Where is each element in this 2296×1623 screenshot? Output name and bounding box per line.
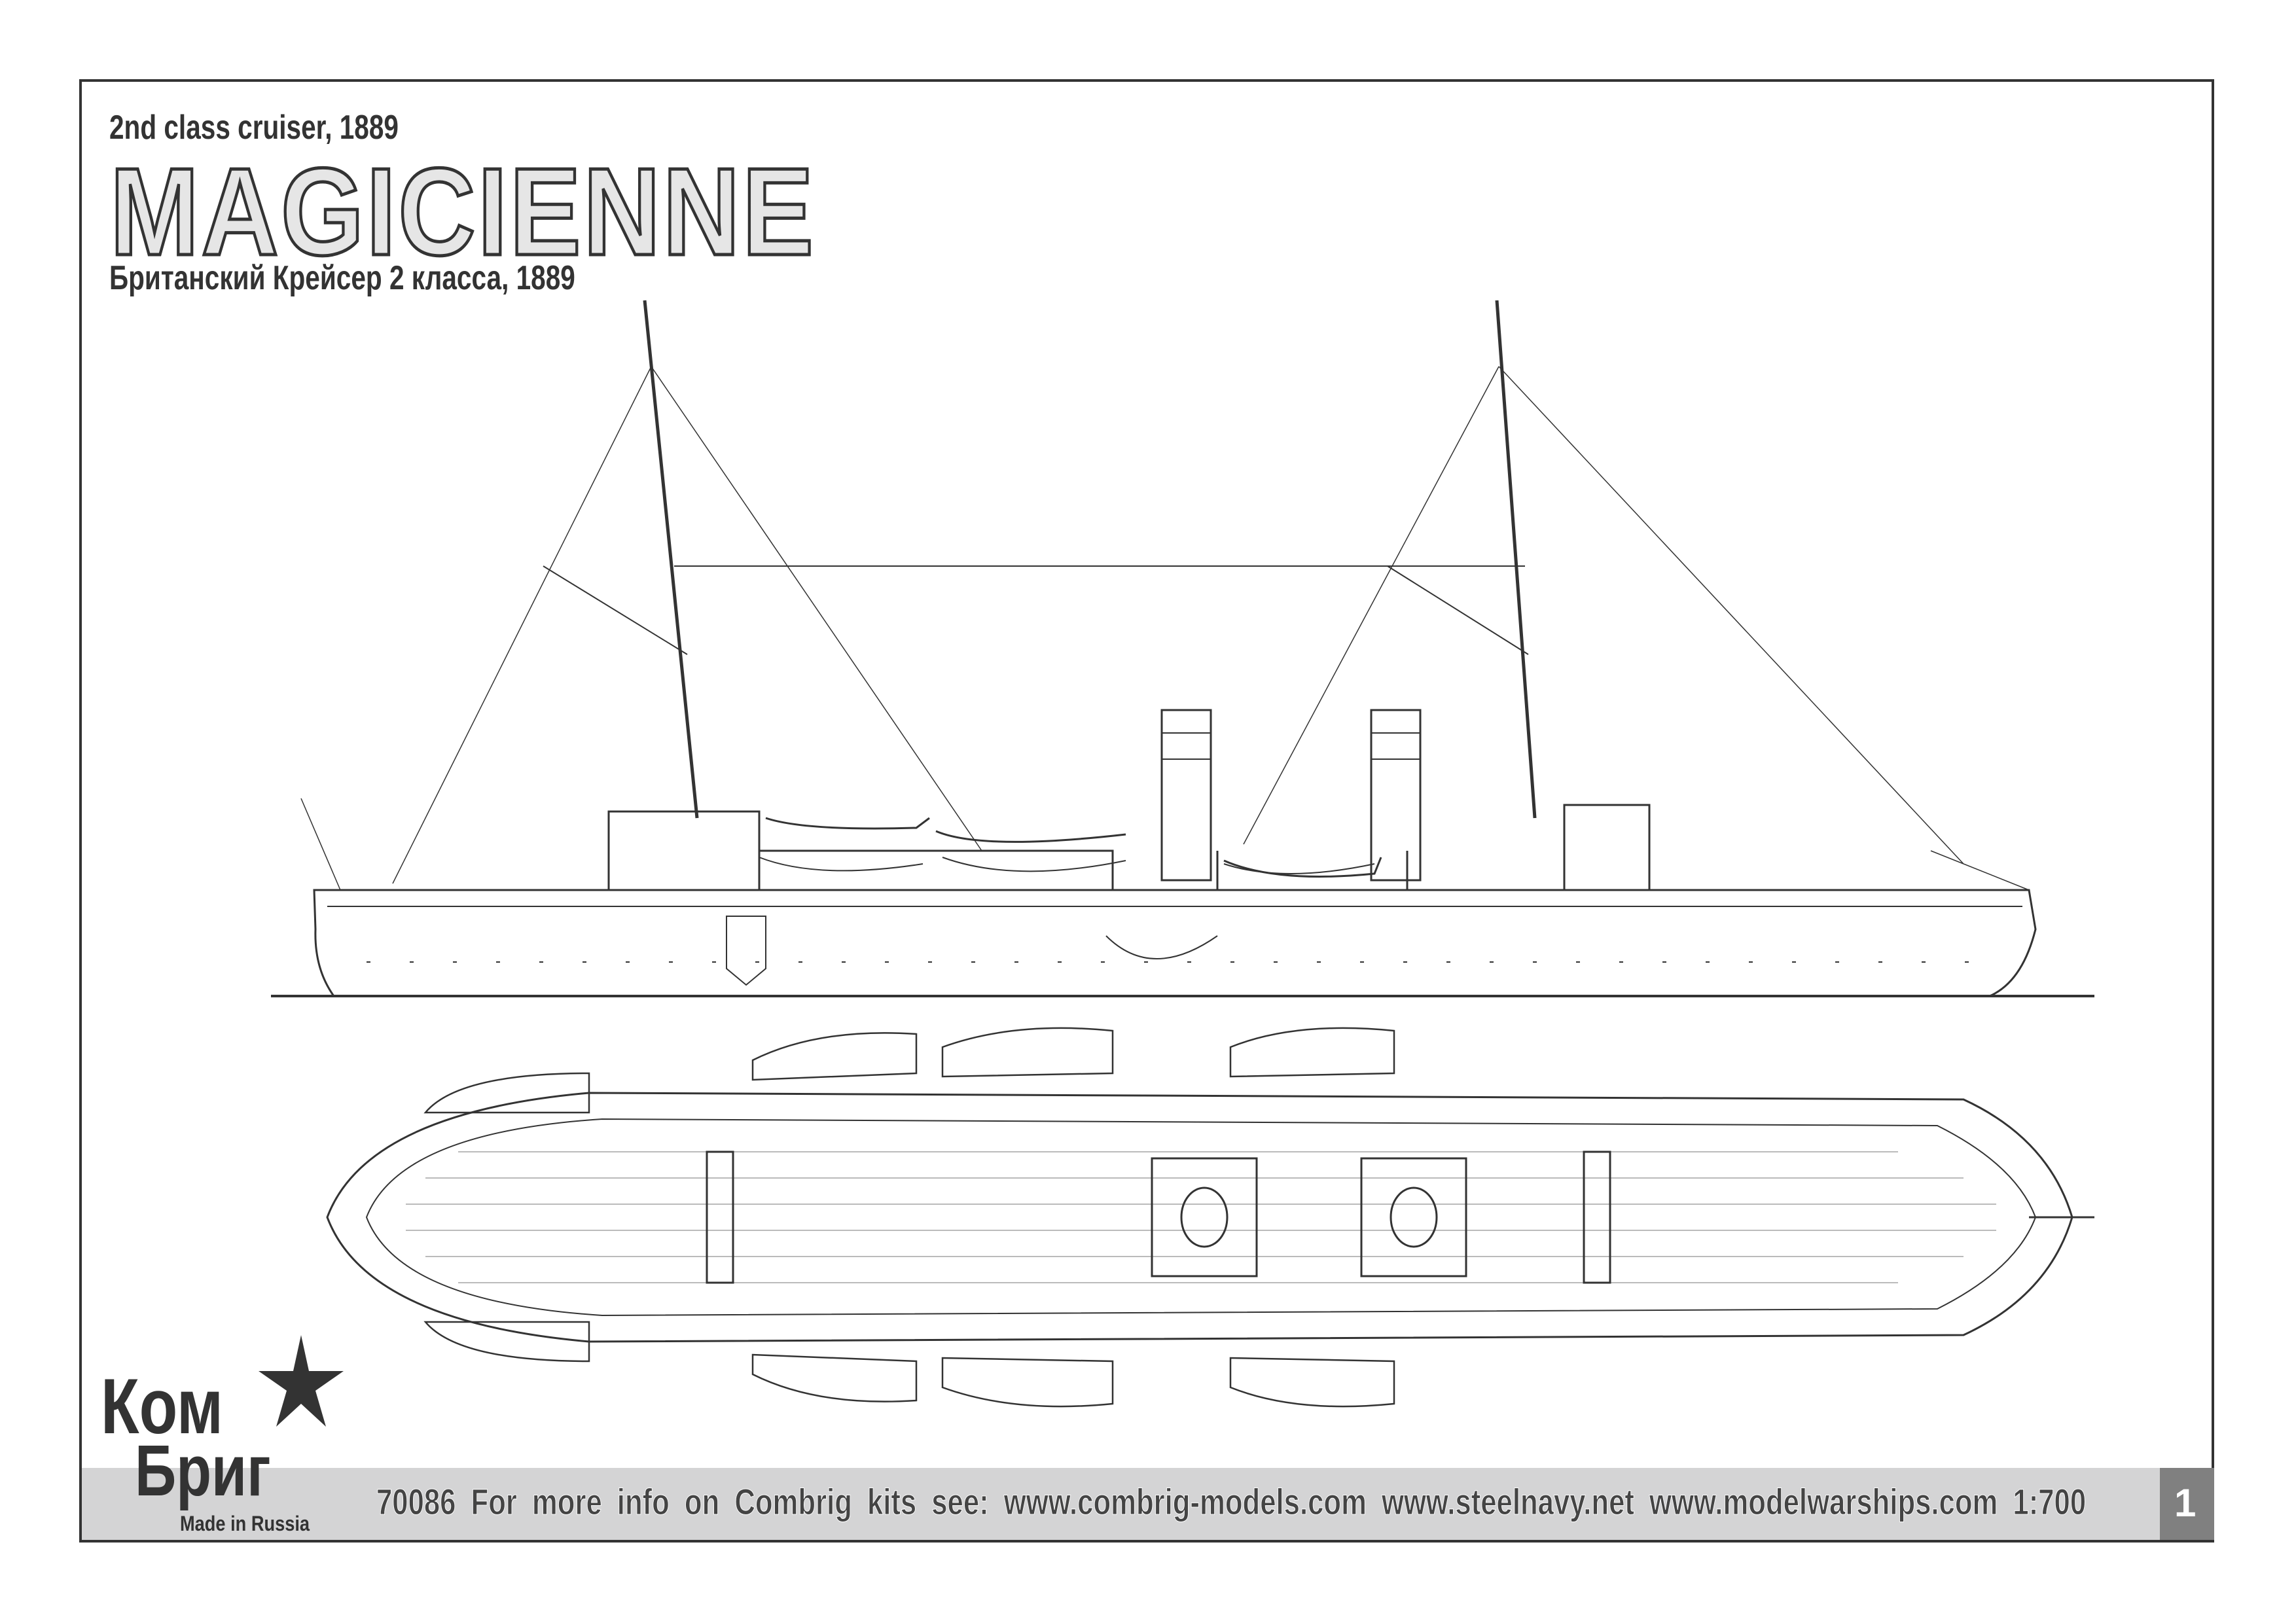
boats-profile	[759, 857, 1375, 874]
yards	[543, 565, 1529, 655]
superstructure	[607, 804, 1651, 890]
logo-text-bottom: Бриг	[135, 1431, 271, 1512]
deck-outline	[326, 1092, 2073, 1343]
funnel-aft	[1370, 709, 1422, 882]
page-number: 1	[2174, 1481, 2197, 1525]
footer-band	[82, 1468, 2160, 1540]
rigging	[300, 366, 2030, 891]
logo-text-top: Ком	[101, 1363, 223, 1451]
hull	[313, 889, 2037, 997]
masts	[643, 300, 1537, 819]
footer-info-text: 70086 For more info on Combrig kits see:…	[376, 1481, 2087, 1523]
star-icon	[259, 1335, 344, 1427]
combrig-logo: Ком Бриг	[101, 1335, 344, 1512]
boats-plan	[423, 1027, 1395, 1408]
deck-planking	[406, 1151, 1996, 1283]
funnel-fore-plan	[1151, 1157, 1258, 1277]
funnel-fore	[1160, 709, 1212, 882]
funnel-aft-plan	[1360, 1157, 1467, 1277]
subtitle-english: 2nd class cruiser, 1889	[109, 109, 399, 147]
logo-tagline: Made in Russia	[180, 1512, 310, 1535]
page-number-block	[2160, 1468, 2214, 1540]
subtitle-russian: Британский Крейсер 2 класса, 1889	[109, 259, 575, 297]
ship-title: MAGICIENNE	[109, 141, 816, 283]
page-frame	[79, 79, 2214, 1543]
